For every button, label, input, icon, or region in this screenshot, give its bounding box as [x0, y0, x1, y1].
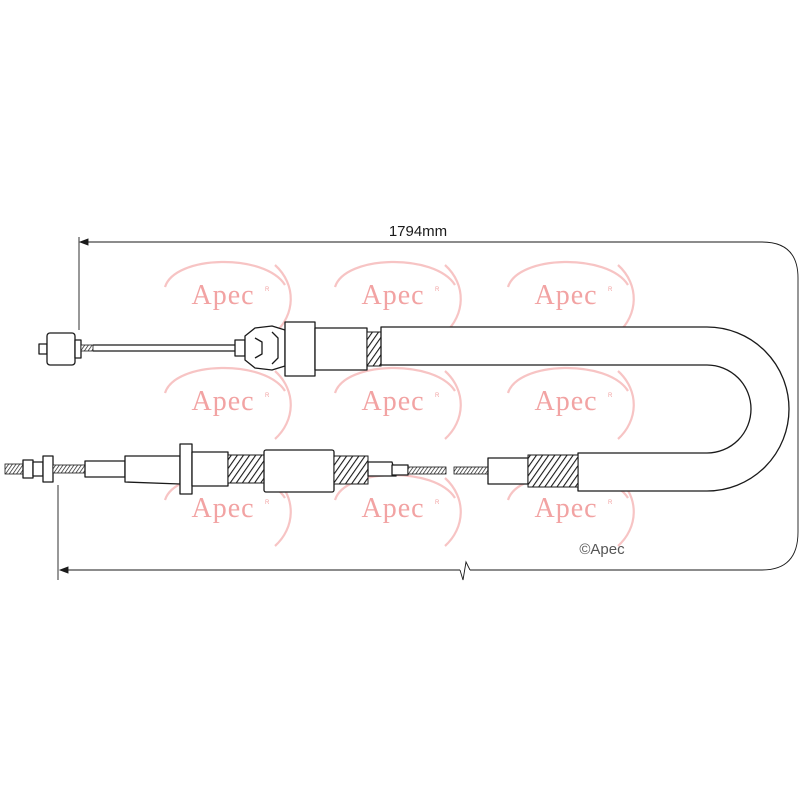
watermark-logo: Apec R — [506, 260, 635, 334]
watermark-logo: Apec R — [506, 366, 635, 440]
svg-text:Apec: Apec — [191, 280, 254, 311]
watermark-logo: Apec R — [163, 260, 292, 334]
dimension-line: 1794mm — [57, 223, 799, 581]
copyright-label: ©Apec — [579, 541, 625, 558]
svg-text:R: R — [435, 287, 440, 293]
svg-text:R: R — [435, 393, 440, 399]
svg-text:R: R — [265, 287, 270, 293]
svg-text:Apec: Apec — [534, 280, 597, 311]
svg-text:Apec: Apec — [534, 386, 597, 417]
svg-text:Apec: Apec — [361, 493, 424, 524]
svg-text:R: R — [608, 287, 613, 293]
svg-text:R: R — [435, 500, 440, 506]
svg-text:Apec: Apec — [191, 386, 254, 417]
watermark-logo: Apec R — [163, 366, 292, 440]
watermark-logo: Apec R — [333, 473, 462, 547]
svg-text:Apec: Apec — [534, 493, 597, 524]
dimension-label: 1794mm — [389, 223, 447, 240]
svg-text:Apec: Apec — [361, 386, 424, 417]
svg-text:Apec: Apec — [191, 493, 254, 524]
watermark-logo: Apec R — [333, 366, 462, 440]
outer-sheath — [380, 326, 790, 492]
svg-text:Apec: Apec — [361, 280, 424, 311]
upper-cable-end — [38, 321, 382, 377]
svg-text:R: R — [265, 393, 270, 399]
watermark-logo: Apec R — [333, 260, 462, 334]
watermark-grid: Apec R Apec R Apec R Apec R Apec R — [163, 260, 635, 547]
svg-text:R: R — [608, 393, 613, 399]
lower-cable-end — [4, 443, 579, 495]
svg-text:R: R — [265, 500, 270, 506]
svg-text:R: R — [608, 500, 613, 506]
